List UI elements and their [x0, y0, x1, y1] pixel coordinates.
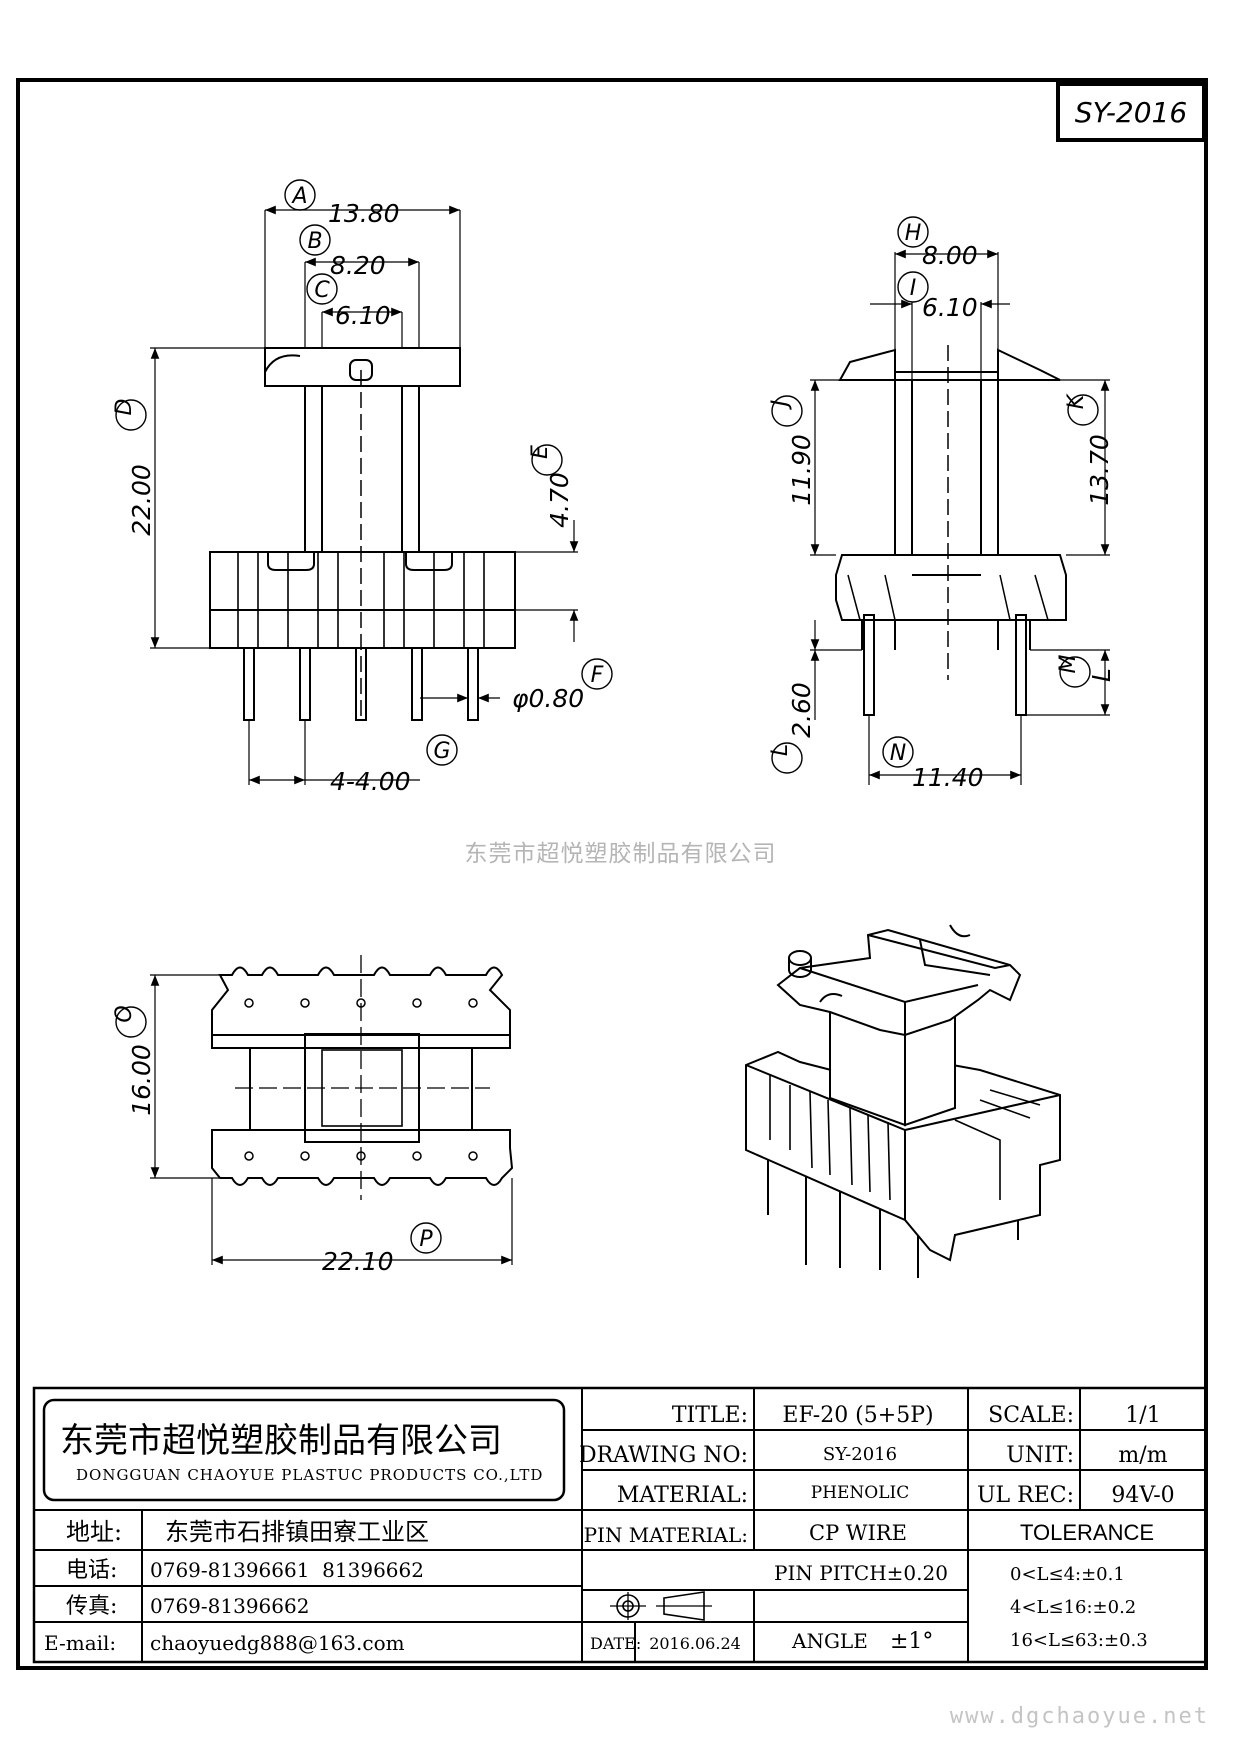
unit-value: m/m — [1118, 1443, 1167, 1468]
material-value: PHENOLIC — [811, 1483, 910, 1503]
dim-value-n: 11.40 — [912, 763, 984, 792]
company-name-cn: 东莞市超悦塑胶制品有限公司 — [60, 1421, 502, 1461]
watermark-text: 东莞市超悦塑胶制品有限公司 — [464, 841, 777, 867]
front-view — [115, 179, 613, 785]
dim-label-j: J — [768, 400, 793, 411]
angle-value: ±1° — [890, 1629, 933, 1654]
email-label: E-mail: — [44, 1631, 116, 1655]
dim-value-g: 4-4.00 — [330, 767, 411, 796]
dim-value-e: 4.70 — [545, 472, 574, 528]
pin-pitch: PIN PITCH±0.20 — [774, 1561, 948, 1585]
address-label: 地址: — [66, 1518, 122, 1546]
pin-material-value: CP WIRE — [809, 1521, 907, 1545]
phone-label: 电话: — [66, 1558, 117, 1583]
dim-label-o: O — [112, 1005, 137, 1022]
unit-label: UNIT: — [1006, 1443, 1074, 1468]
dim-value-h: 8.00 — [922, 241, 978, 270]
dim-value-f: φ0.80 — [512, 684, 584, 713]
scale-label: SCALE: — [988, 1403, 1074, 1428]
title-block-text: 东莞市超悦塑胶制品有限公司 DONGGUAN CHAOYUE PLASTUC P… — [44, 1403, 1175, 1655]
ul-rec-label: UL REC: — [977, 1483, 1074, 1508]
fax-value: 0769-81396662 — [150, 1594, 309, 1618]
dim-value-p: 22.10 — [322, 1247, 394, 1276]
address-value: 东莞市石排镇田寮工业区 — [165, 1518, 429, 1546]
drawing-no-label: DRAWING NO: — [579, 1443, 748, 1468]
fax-label: 传真: — [66, 1594, 117, 1619]
dim-label-k: K — [1064, 393, 1089, 409]
dim-label-f: F — [591, 663, 604, 688]
pin-material-label: PIN MATERIAL: — [584, 1523, 748, 1547]
dim-value-i: 6.10 — [922, 293, 978, 322]
phone-value: 0769-81396661 81396662 — [150, 1558, 424, 1582]
title-block — [32, 1386, 1208, 1664]
angle-label: ANGLE — [791, 1629, 868, 1653]
tolerance-row-3: 16<L≤63:±0.3 — [1010, 1630, 1148, 1651]
dim-label-e: E — [528, 445, 553, 459]
drawing-id-box — [1056, 82, 1206, 142]
dim-value-b: 8.20 — [330, 251, 386, 280]
drawing-no-value: SY-2016 — [823, 1444, 897, 1465]
dim-value-d: 22.00 — [127, 464, 156, 536]
dim-value-o: 16.00 — [127, 1044, 156, 1116]
dim-label-i: I — [910, 276, 917, 301]
title-label: TITLE: — [672, 1403, 748, 1428]
dim-label-n: N — [890, 741, 906, 766]
title-value: EF-20 (5+5P) — [782, 1403, 933, 1428]
scale-value: 1/1 — [1125, 1403, 1160, 1428]
dim-label-m: M — [1056, 654, 1081, 673]
website-text: www.dgchaoyue.net — [949, 1704, 1209, 1729]
dim-value-m: L — [1087, 668, 1116, 682]
tolerance-row-1: 0<L≤4:±0.1 — [1010, 1564, 1125, 1585]
dim-value-l: 2.60 — [787, 682, 816, 738]
dim-value-c: 6.10 — [335, 301, 391, 330]
dim-label-a: A — [290, 184, 307, 209]
dim-label-b: B — [307, 229, 322, 254]
top-view-text: O 16.00 P 22.10 — [112, 1005, 433, 1276]
tolerance-row-2: 4<L≤16:±0.2 — [1010, 1597, 1136, 1618]
date-label: DATE: — [590, 1634, 641, 1653]
dim-label-h: H — [905, 221, 922, 246]
dim-value-a: 13.80 — [328, 199, 400, 228]
sheet-border — [16, 78, 1208, 1670]
dim-label-p: P — [419, 1227, 433, 1252]
email-value: chaoyuedg888@163.com — [150, 1631, 405, 1655]
front-view-text: A 13.80 B 8.20 C 6.10 D 22.00 E 4.70 F φ… — [112, 184, 604, 796]
dim-label-l: L — [768, 744, 793, 756]
side-view — [771, 216, 1110, 785]
tolerance-label: TOLERANCE — [1020, 1520, 1154, 1545]
dim-label-g: G — [433, 739, 450, 764]
side-view-text: H 8.00 I 6.10 J 11.90 K 13.70 L 2.60 M L… — [768, 221, 1116, 792]
company-name-en: DONGGUAN CHAOYUE PLASTUC PRODUCTS CO.,LT… — [76, 1466, 543, 1484]
front-base — [209, 551, 516, 649]
isometric-view — [745, 924, 1061, 1278]
drawing-id: SY-2016 — [1075, 96, 1187, 129]
dim-label-d: D — [112, 399, 137, 416]
dim-label-c: C — [314, 278, 330, 303]
front-top-flange — [264, 347, 461, 387]
dim-value-k: 13.70 — [1085, 434, 1114, 506]
top-view — [115, 955, 514, 1265]
ul-rec-value: 94V-0 — [1111, 1483, 1174, 1508]
date-value: 2016.06.24 — [649, 1634, 741, 1653]
dim-value-j: 11.90 — [787, 434, 816, 506]
material-label: MATERIAL: — [617, 1483, 748, 1508]
